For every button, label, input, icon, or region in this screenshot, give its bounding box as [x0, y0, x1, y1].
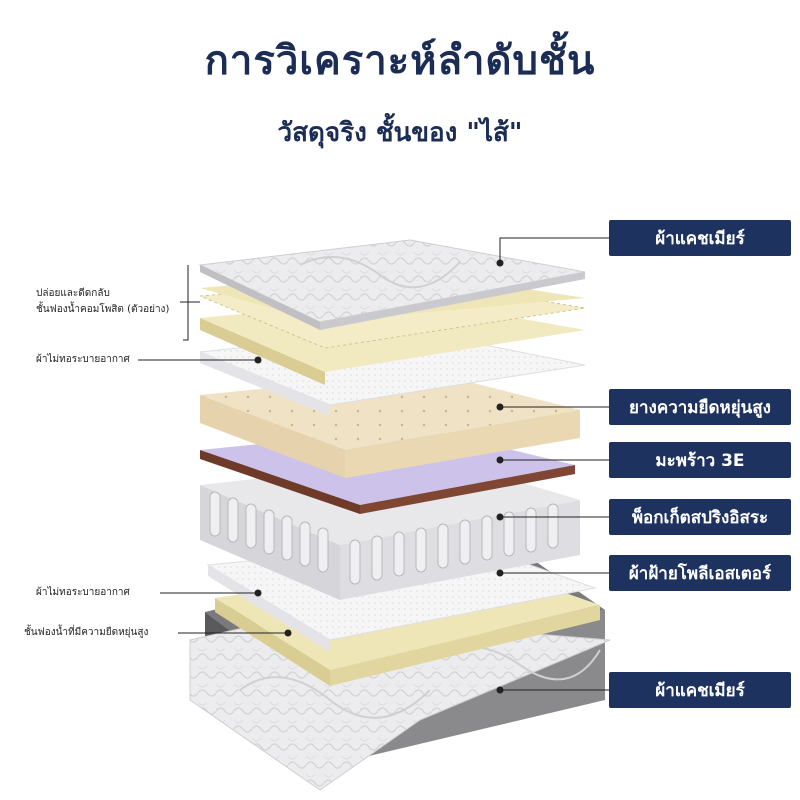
- tag-coir: มะพร้าว 3E: [609, 442, 791, 478]
- tag-pocket-spring: พ็อกเก็ตสปริงอิสระ: [609, 499, 791, 535]
- page-subtitle: วัสดุจริง ชั้นของ "ไส้": [277, 118, 523, 148]
- note-release-line2: ชั้นฟองน้ำคอมโพสิต (ตัวอย่าง): [36, 304, 170, 315]
- note-nonwoven-top: ผ้าไม่ทอระบายอากาศ: [36, 354, 130, 365]
- left-leader-lines: [138, 265, 292, 637]
- tag-cashmere-top: ผ้าแคชเมียร์: [609, 220, 791, 256]
- top-cashmere-layer: [198, 239, 586, 330]
- note-release: ปล่อยและดีดกลับ ชั้นฟองน้ำคอมโพสิต (ตัวอ…: [36, 286, 169, 318]
- note-nonwoven-bottom: ผ้าไม่ทอระบายอากาศ: [36, 587, 130, 598]
- page-title: การวิเคราะห์ลำดับชั้น: [204, 38, 596, 84]
- tag-latex: ยางความยืดหยุ่นสูง: [609, 389, 791, 425]
- right-leader-lines: [496, 237, 609, 694]
- tag-polyester-cotton: ผ้าฝ้ายโพลีเอสเตอร์: [609, 555, 791, 591]
- tag-cashmere-bottom: ผ้าแคชเมียร์: [609, 672, 791, 708]
- note-release-line1: ปล่อยและดีดกลับ: [36, 288, 110, 299]
- note-foam-bottom: ชั้นฟองน้ำที่มีความยืดหยุ่นสูง: [24, 627, 149, 638]
